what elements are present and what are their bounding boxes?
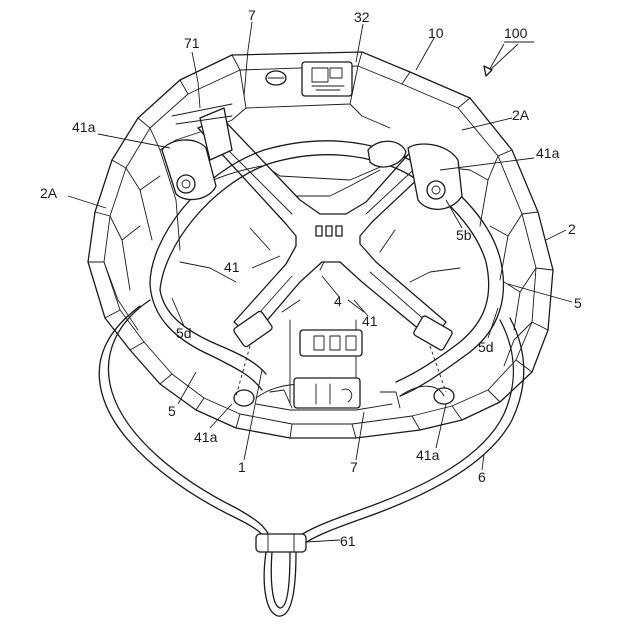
label-41a-right: 41a <box>536 145 560 161</box>
label-5b: 5b <box>456 227 472 243</box>
label-61: 61 <box>340 533 356 549</box>
label-41-left: 41 <box>224 259 240 275</box>
label-4: 4 <box>334 293 342 309</box>
label-5d-left: 5d <box>176 325 192 341</box>
label-6: 6 <box>478 469 486 485</box>
label-1: 1 <box>238 459 246 475</box>
label-71: 71 <box>184 35 200 51</box>
label-2A-right: 2A <box>512 107 530 123</box>
label-100: 100 <box>504 25 528 41</box>
label-5d-right: 5d <box>478 339 494 355</box>
label-5-right: 5 <box>574 295 582 311</box>
label-41a-bottom-left: 41a <box>194 429 218 445</box>
label-41-center: 41 <box>362 313 378 329</box>
top-fitting-32 <box>266 62 352 96</box>
label-41a-top-left: 41a <box>72 119 96 135</box>
strap-stopper-61 <box>256 534 306 616</box>
rear-assembly-7 <box>294 330 362 408</box>
ref-arrow-100 <box>484 42 534 76</box>
label-7-top: 7 <box>248 7 256 23</box>
label-41a-bottom-right: 41a <box>416 447 440 463</box>
label-10: 10 <box>428 25 444 41</box>
label-32: 32 <box>354 9 370 25</box>
label-2A-left: 2A <box>40 185 58 201</box>
label-7-bottom: 7 <box>350 459 358 475</box>
label-2: 2 <box>568 221 576 237</box>
side-pads <box>162 104 462 209</box>
label-5-left: 5 <box>168 403 176 419</box>
leader-lines <box>68 22 572 542</box>
